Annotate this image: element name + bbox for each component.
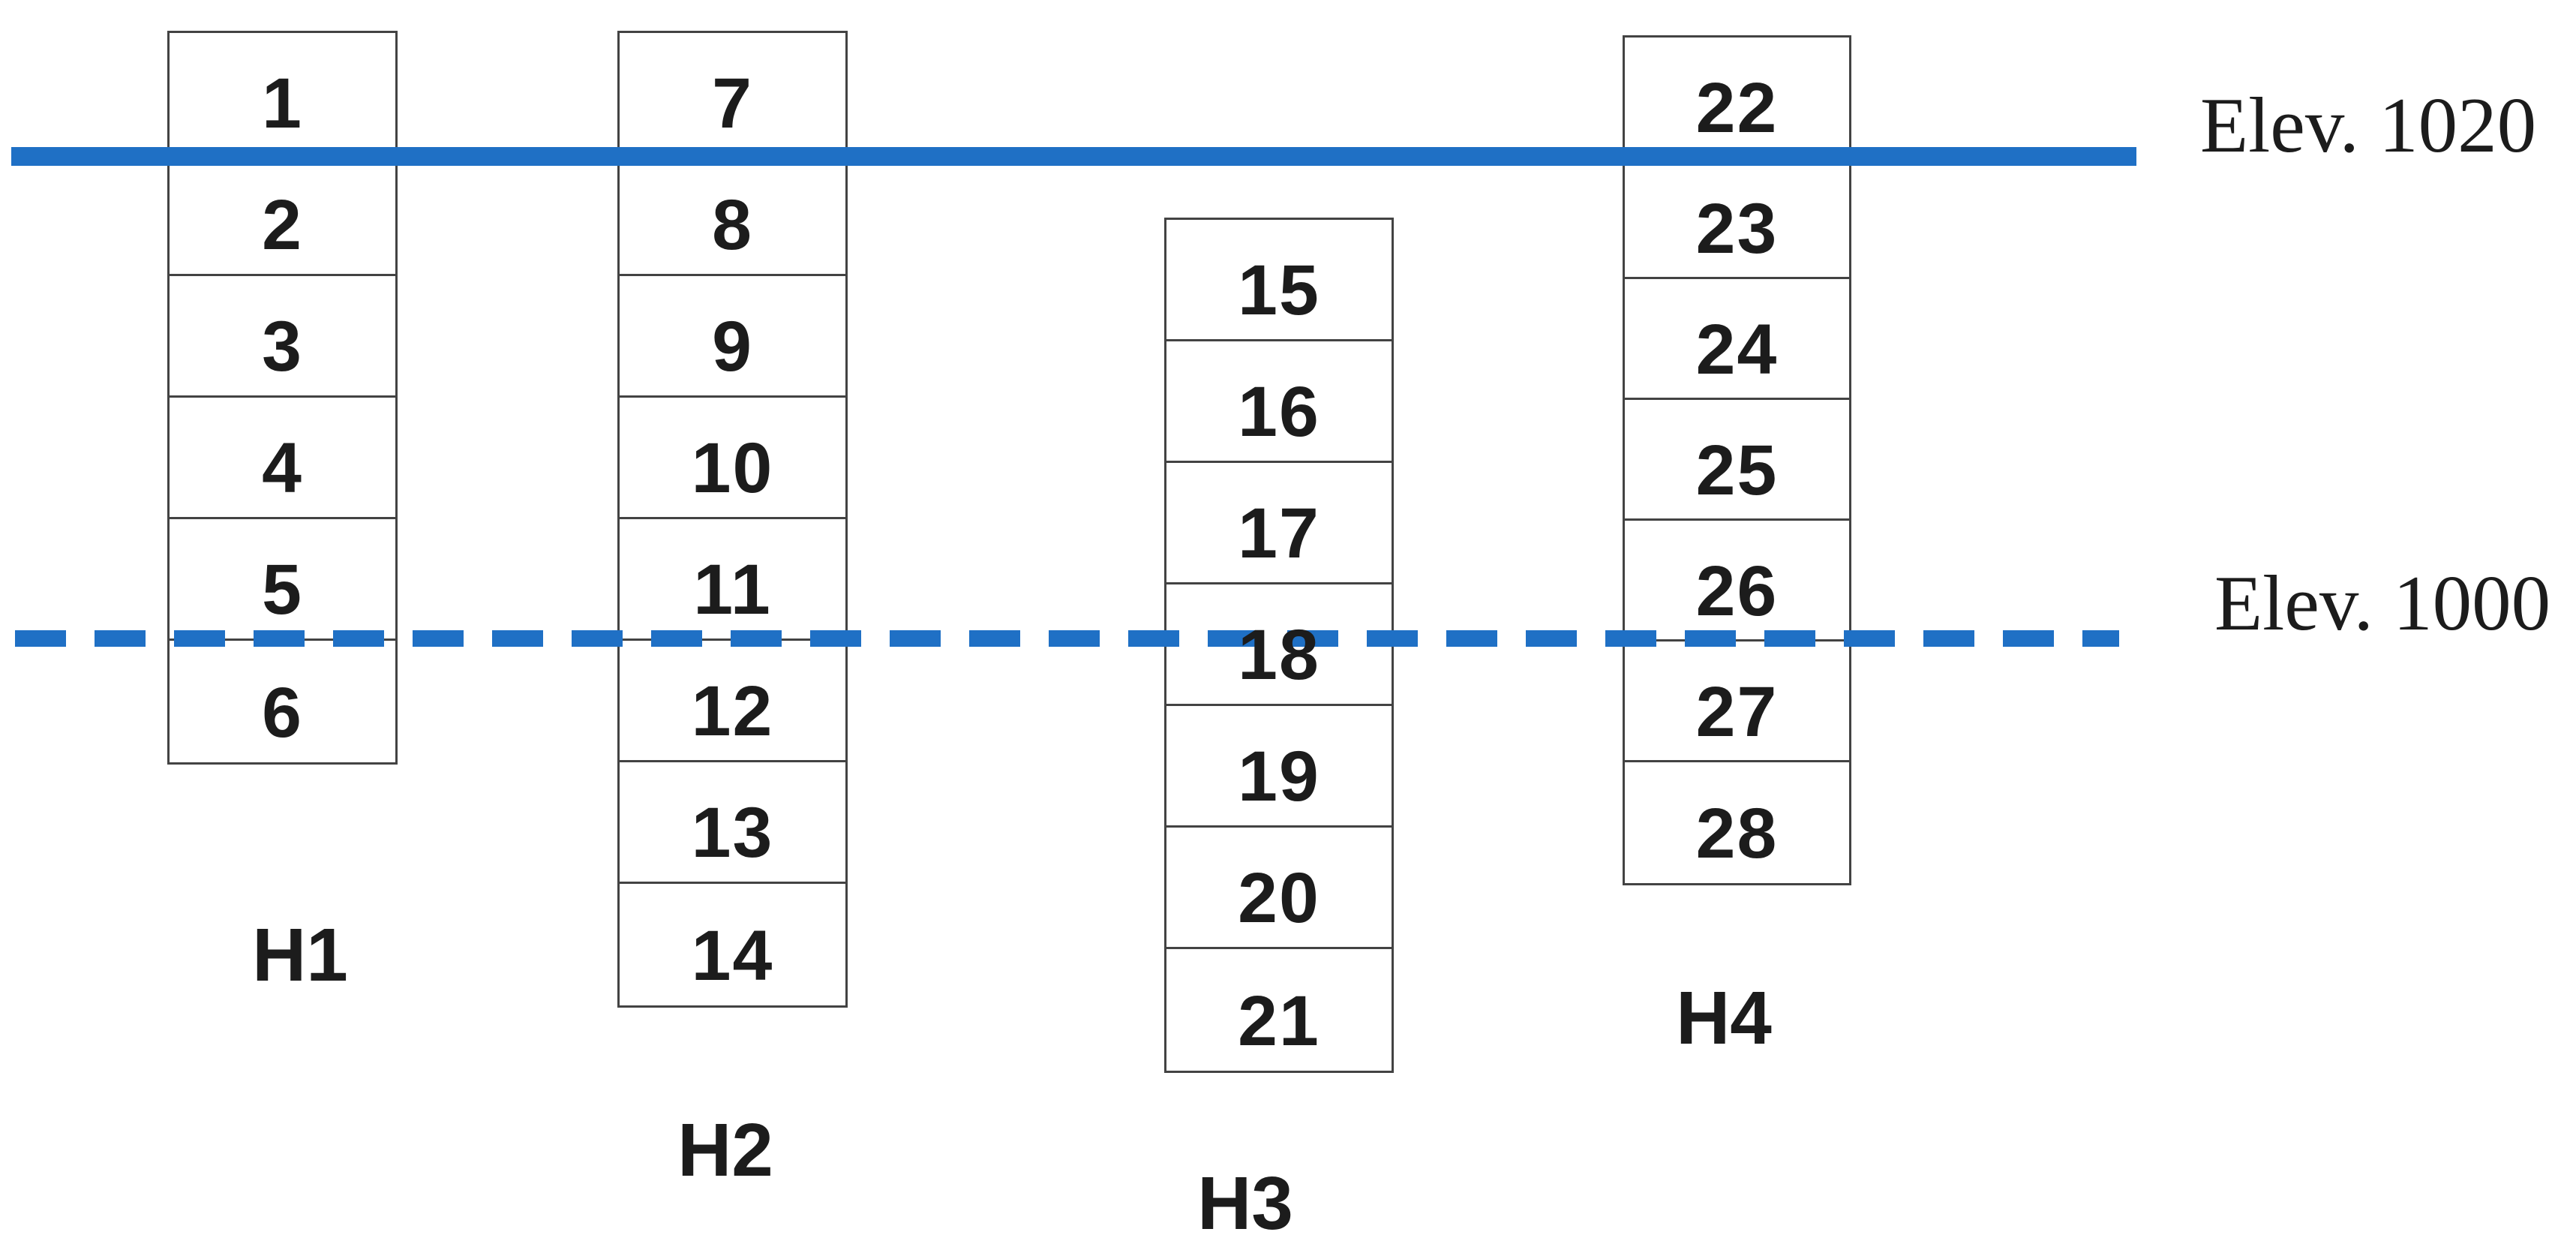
cell-number-14: 14: [691, 915, 774, 996]
cell-number-23: 23: [1695, 188, 1779, 269]
cell-number-26: 26: [1695, 551, 1779, 631]
cell-10: 10: [620, 398, 845, 519]
cell-number-25: 25: [1695, 430, 1779, 510]
cell-8: 8: [620, 155, 845, 276]
cell-6: 6: [170, 641, 395, 762]
cell-15: 15: [1166, 220, 1392, 341]
cell-25: 25: [1625, 400, 1849, 521]
cell-27: 27: [1625, 642, 1849, 762]
cell-number-8: 8: [712, 185, 753, 265]
cell-3: 3: [170, 276, 395, 398]
cell-number-3: 3: [262, 307, 303, 386]
column-h4: 22 23 24 25 26 27 28: [1623, 35, 1851, 885]
cell-16: 16: [1166, 341, 1392, 463]
cell-number-4: 4: [262, 428, 303, 508]
cell-number-17: 17: [1238, 494, 1320, 573]
cell-number-15: 15: [1238, 251, 1320, 330]
cell-21: 21: [1166, 949, 1392, 1071]
cell-number-21: 21: [1238, 981, 1320, 1061]
elevation-line-1020-solid: [11, 147, 2136, 166]
cell-12: 12: [620, 641, 845, 762]
cell-number-20: 20: [1238, 858, 1320, 938]
cell-number-2: 2: [262, 185, 303, 265]
cell-number-6: 6: [262, 672, 303, 753]
cell-26: 26: [1625, 521, 1849, 642]
cell-number-5: 5: [262, 550, 303, 630]
column-label-h4: H4: [1676, 976, 1772, 1060]
cell-23: 23: [1625, 158, 1849, 279]
cell-7: 7: [620, 33, 845, 155]
cell-number-7: 7: [712, 64, 753, 143]
cell-number-16: 16: [1238, 372, 1320, 452]
cell-18: 18: [1166, 584, 1392, 706]
column-label-h2: H2: [677, 1108, 773, 1192]
cell-22: 22: [1625, 38, 1849, 158]
cell-1: 1: [170, 33, 395, 155]
cell-number-9: 9: [712, 307, 753, 386]
cell-number-10: 10: [691, 428, 774, 508]
cell-11: 11: [620, 519, 845, 641]
cell-4: 4: [170, 398, 395, 519]
cell-14: 14: [620, 884, 845, 1005]
cell-number-12: 12: [691, 672, 774, 751]
cell-20: 20: [1166, 828, 1392, 949]
cell-number-11: 11: [693, 550, 772, 630]
column-h2: 7 8 9 10 11 12 13 14: [617, 31, 848, 1008]
cell-19: 19: [1166, 706, 1392, 828]
cell-number-22: 22: [1695, 68, 1779, 148]
column-label-h3: H3: [1197, 1161, 1293, 1245]
cell-number-28: 28: [1695, 794, 1779, 873]
cell-24: 24: [1625, 279, 1849, 400]
cell-2: 2: [170, 155, 395, 276]
cell-number-27: 27: [1695, 672, 1779, 752]
cell-9: 9: [620, 276, 845, 398]
elevation-label-1020: Elev. 1020: [2200, 81, 2537, 169]
cell-number-1: 1: [262, 64, 303, 143]
cell-number-18: 18: [1238, 615, 1320, 695]
cell-number-13: 13: [691, 793, 774, 873]
elevation-label-1000: Elev. 1000: [2214, 559, 2551, 647]
cell-13: 13: [620, 762, 845, 884]
column-h1: 1 2 3 4 5 6: [167, 31, 398, 765]
elevation-line-1000-dashed: [15, 630, 2119, 647]
cell-17: 17: [1166, 463, 1392, 584]
cell-28: 28: [1625, 762, 1849, 883]
cell-number-24: 24: [1695, 309, 1779, 389]
cell-5: 5: [170, 519, 395, 641]
column-label-h1: H1: [252, 913, 348, 997]
cell-number-19: 19: [1238, 737, 1320, 816]
